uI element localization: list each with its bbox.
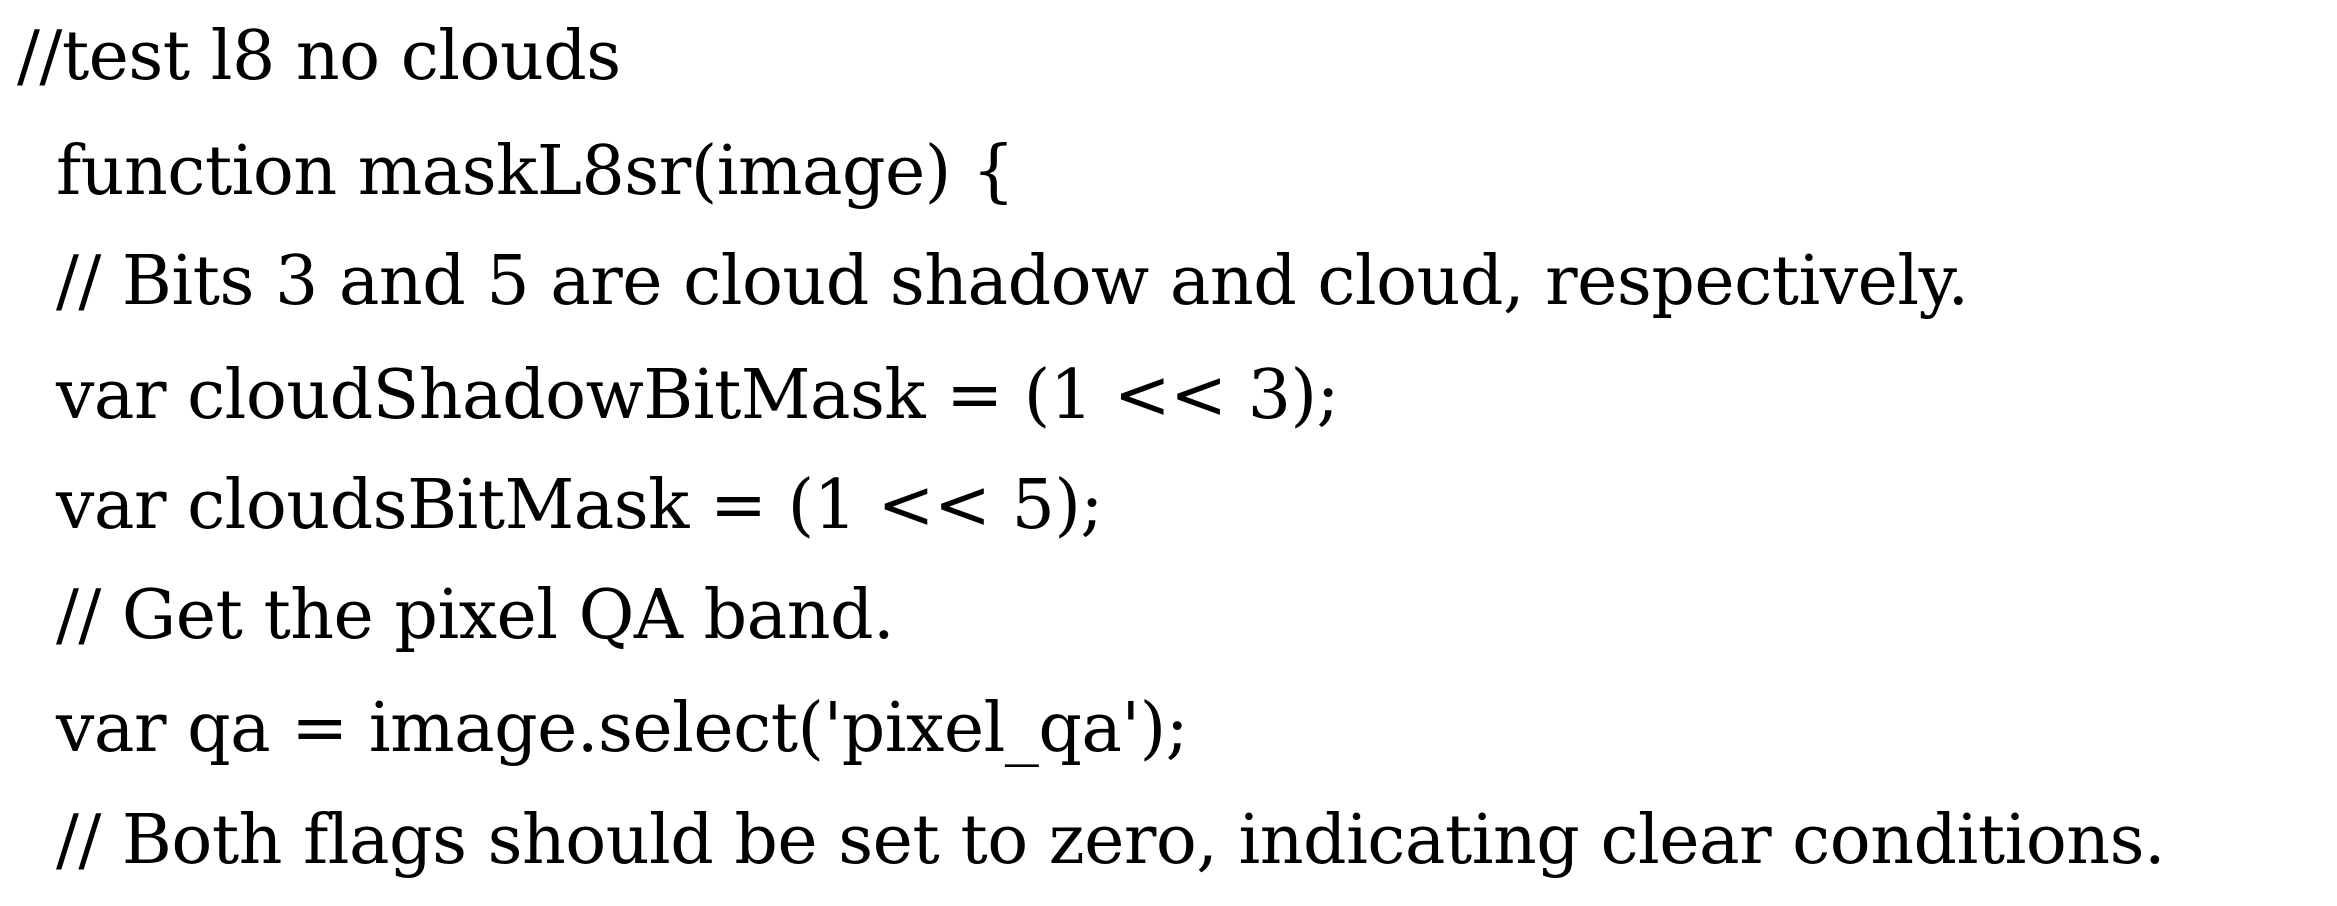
code-line-comment-title: //test l8 no clouds <box>17 17 621 96</box>
code-line-function-declaration: function maskL8sr(image) { <box>56 132 1015 211</box>
code-line-comment-bits: // Bits 3 and 5 are cloud shadow and clo… <box>56 242 1969 321</box>
code-line-comment-qa: // Get the pixel QA band. <box>56 576 895 655</box>
code-line-comment-flags: // Both flags should be set to zero, ind… <box>56 801 2166 880</box>
code-line-clouds-mask: var cloudsBitMask = (1 << 5); <box>56 466 1103 545</box>
code-line-qa-select: var qa = image.select('pixel_qa'); <box>56 689 1189 768</box>
code-line-cloud-shadow-mask: var cloudShadowBitMask = (1 << 3); <box>56 356 1339 435</box>
